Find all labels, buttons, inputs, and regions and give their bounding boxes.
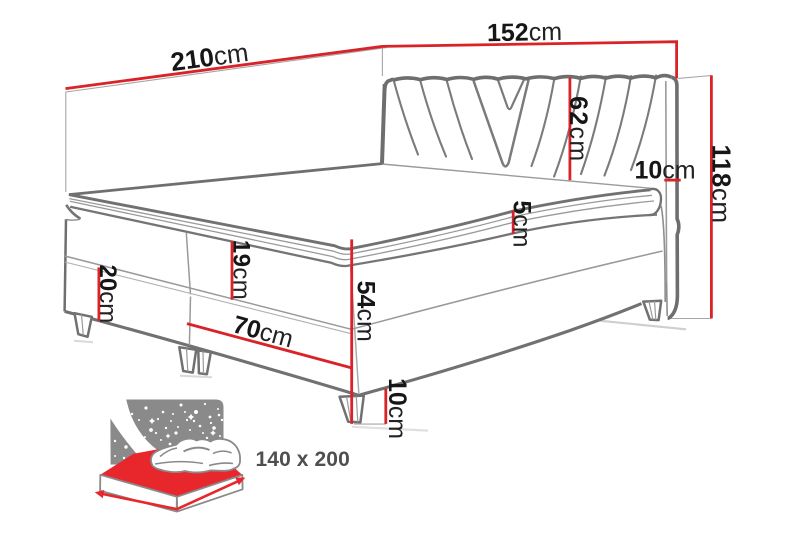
- svg-text:10cm: 10cm: [383, 378, 411, 439]
- svg-text:5cm: 5cm: [507, 200, 535, 247]
- svg-text:54cm: 54cm: [352, 281, 380, 342]
- svg-text:118cm: 118cm: [707, 144, 737, 223]
- svg-text:70cm: 70cm: [230, 311, 296, 354]
- svg-text:19cm: 19cm: [228, 240, 255, 300]
- svg-text:152cm: 152cm: [487, 18, 563, 47]
- svg-text:62cm: 62cm: [564, 96, 592, 162]
- svg-text:140 x 200: 140 x 200: [256, 448, 350, 471]
- svg-text:210cm: 210cm: [169, 37, 250, 77]
- svg-text:10cm: 10cm: [634, 157, 695, 185]
- svg-text:20cm: 20cm: [94, 265, 121, 324]
